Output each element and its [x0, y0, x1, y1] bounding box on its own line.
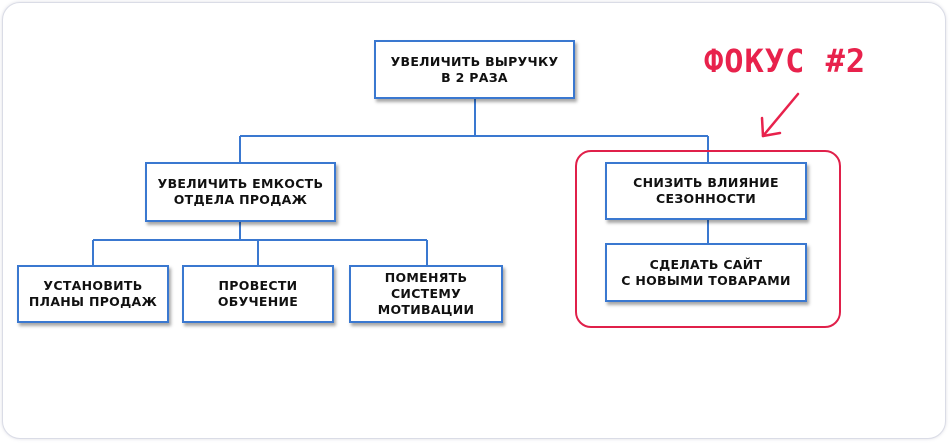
leaf-node-motivation: ПОМЕНЯТЬ СИСТЕМУ МОТИВАЦИИ	[349, 265, 503, 323]
focus-label: ФОКУС #2	[704, 42, 867, 80]
root-node: УВЕЛИЧИТЬ ВЫРУЧКУ В 2 РАЗА	[374, 40, 575, 99]
focus-highlight-box	[575, 150, 841, 328]
left-branch-node: УВЕЛИЧИТЬ ЕМКОСТЬ ОТДЕЛА ПРОДАЖ	[145, 162, 336, 222]
right-child-node: СДЕЛАТЬ САЙТ С НОВЫМИ ТОВАРАМИ	[605, 243, 807, 302]
leaf-node-training: ПРОВЕСТИ ОБУЧЕНИЕ	[182, 265, 334, 323]
arrow-down-left-icon	[760, 92, 800, 138]
right-branch-node: СНИЗИТЬ ВЛИЯНИЕ СЕЗОННОСТИ	[605, 162, 807, 220]
leaf-node-sales-plans: УСТАНОВИТЬ ПЛАНЫ ПРОДАЖ	[17, 265, 169, 323]
